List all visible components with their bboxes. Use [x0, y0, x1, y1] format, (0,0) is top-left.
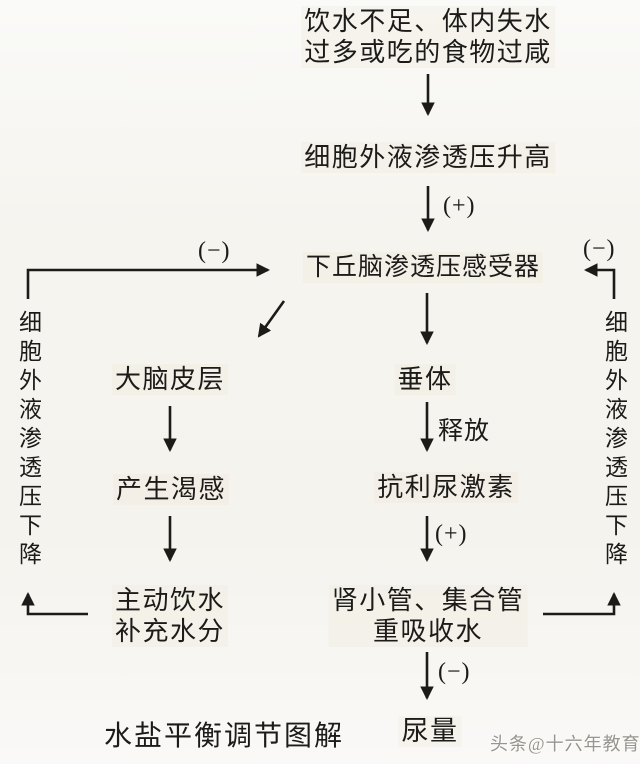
watermark-text: 头条@十六年教育 [490, 734, 640, 754]
label-plus-top: (+) [443, 193, 476, 219]
node-stimulus: 饮水不足、体内失水 过多或吃的食物过咸 [301, 6, 555, 68]
node-urine-volume: 尿量 [398, 716, 462, 747]
node-pituitary: 垂体 [394, 364, 456, 395]
feedback-left-top-rail [26, 263, 271, 299]
arrow-hypothalamus-to-cortex [257, 300, 286, 338]
stimulus-line-2: 过多或吃的食物过咸 [304, 38, 552, 67]
node-adh: 抗利尿激素 [374, 472, 518, 503]
label-minus-right: (−) [583, 236, 616, 262]
feedback-right-top-rail [583, 263, 616, 299]
drink-line-1: 主动饮水 [114, 586, 226, 615]
label-plus-adh: (+) [435, 521, 468, 547]
drink-line-2: 补充水分 [114, 617, 226, 646]
feedback-left-text: 细胞外液渗透压下降 [15, 310, 41, 571]
node-thirst: 产生渴感 [112, 474, 230, 505]
feedback-right-bottom-rail [543, 591, 621, 616]
kidney-line-2: 重吸收水 [372, 617, 484, 646]
feedback-left-bottom-rail [21, 591, 88, 616]
kidney-line-1: 肾小管、集合管 [331, 586, 525, 615]
node-drink-water: 主动饮水 补充水分 [111, 585, 229, 647]
node-osmotic-rise: 细胞外液渗透压升高 [301, 142, 555, 173]
diagram-title: 水盐平衡调节图解 [104, 721, 345, 752]
stimulus-line-1: 饮水不足、体内失水 [304, 7, 552, 36]
label-minus-left: (−) [198, 238, 231, 264]
label-release: 释放 [438, 418, 491, 445]
feedback-right-text: 细胞外液渗透压下降 [601, 310, 627, 571]
node-hypothalamus: 下丘脑渗透压感受器 [302, 252, 544, 283]
node-cerebral-cortex: 大脑皮层 [111, 364, 229, 395]
label-minus-urine: (−) [438, 659, 471, 685]
node-kidney-tubules: 肾小管、集合管 重吸收水 [328, 585, 528, 647]
